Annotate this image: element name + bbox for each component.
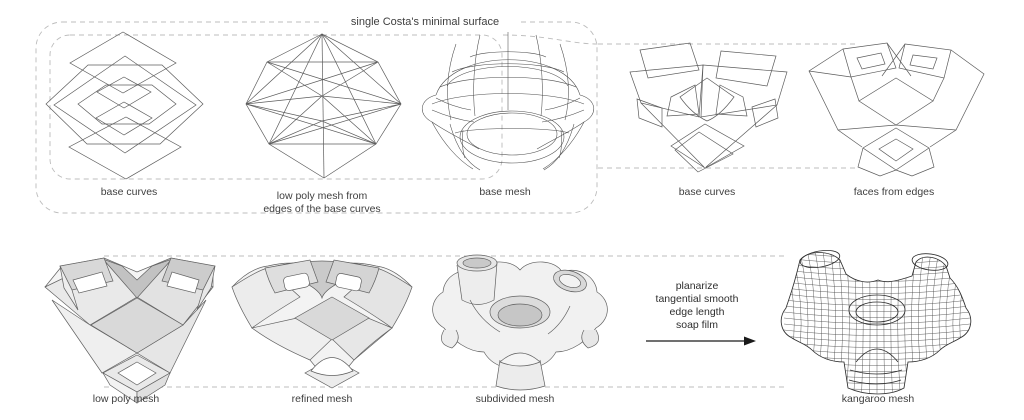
kangaroo-mesh-figure	[780, 249, 972, 395]
process-step: edge length	[669, 306, 725, 318]
caption-refined-mesh: refined mesh	[291, 393, 353, 405]
process-step: planarize	[675, 280, 719, 292]
process-arrow-icon	[646, 336, 756, 346]
base-mesh-figure	[422, 32, 594, 171]
process-steps: planarize tangential smooth edge length …	[619, 280, 775, 332]
low-poly-mesh-figure	[44, 257, 216, 404]
outer-dashed-box	[35, 21, 598, 214]
base-curves-right-figure	[629, 42, 788, 173]
dashed-connector-curve	[502, 34, 599, 45]
caption-kangaroo-mesh: kangaroo mesh	[841, 393, 915, 405]
inner-dashed-box	[49, 34, 503, 180]
caption-subdivided-mesh: subdivided mesh	[475, 393, 555, 405]
diagram-title: single Costa's minimal surface	[330, 16, 520, 29]
caption-base-curves-right: base curves	[678, 186, 736, 198]
refined-mesh-figure	[231, 259, 413, 389]
caption-faces-from-edges: faces from edges	[853, 186, 935, 198]
faces-from-edges-figure	[808, 42, 985, 177]
caption-low-poly-line2: edges of the base curves	[263, 202, 381, 215]
process-step: soap film	[675, 319, 718, 331]
process-step: tangential smooth	[655, 293, 739, 305]
caption-base-mesh: base mesh	[479, 186, 531, 198]
base-curves-left-figure	[45, 31, 204, 180]
dashed-group-outlines	[35, 21, 858, 388]
caption-low-poly-line1: low poly mesh from	[276, 190, 368, 202]
caption-low-poly-mesh: low poly mesh	[92, 393, 160, 405]
caption-low-poly-from-edges: low poly mesh from edges of the base cur…	[232, 190, 412, 215]
low-poly-wireframe-figure	[245, 33, 402, 179]
caption-base-curves-left: base curves	[100, 186, 158, 198]
subdivided-mesh-figure	[432, 254, 608, 391]
